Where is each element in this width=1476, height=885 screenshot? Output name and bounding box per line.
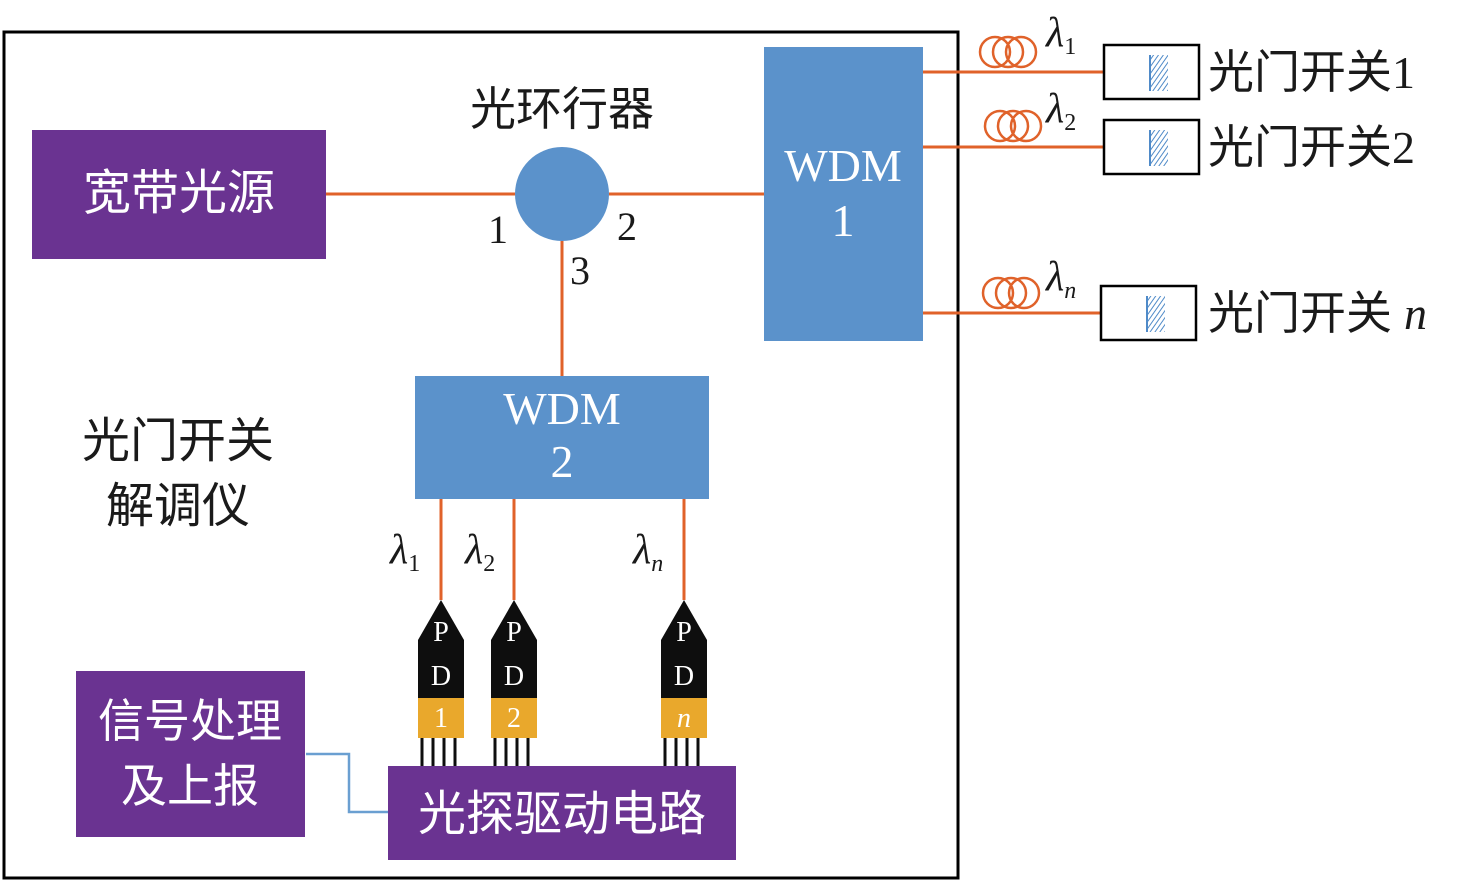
wavelength-label-switch-n: λn — [1044, 254, 1076, 304]
signal-processing-line1: 信号处理 — [98, 694, 282, 748]
pd-1-letter-p: P — [433, 617, 449, 648]
wavelength-label-pd-1: λ1 — [388, 527, 420, 577]
optical-switch-1 — [1102, 43, 1201, 101]
wdm-1-label-line1: WDM — [784, 140, 902, 191]
pd-n-letter-p: P — [676, 617, 692, 648]
demodulator-enclosure — [2, 30, 960, 880]
circulator-label: 光环行器 — [470, 82, 654, 136]
signal-processing-line2: 及上报 — [121, 759, 259, 813]
photodetector-n: P D n — [661, 600, 707, 766]
driver-circuit-box: 光探驱动电路 — [388, 766, 736, 860]
demodulator-title-line1: 光门开关 — [82, 413, 274, 469]
pd-n-letter-d: D — [674, 661, 694, 692]
port-1-label: 1 — [488, 207, 508, 252]
demodulator-title-line2: 解调仪 — [106, 478, 250, 534]
fiber-coil-2 — [983, 109, 1043, 143]
fiber-coils — [978, 35, 1043, 310]
driver-circuit-label: 光探驱动电路 — [418, 786, 706, 842]
optical-switch-2 — [1102, 118, 1201, 176]
port-2-label: 2 — [617, 204, 637, 249]
pd-1-number: 1 — [434, 703, 448, 734]
fiber-coil-n — [981, 276, 1041, 310]
broadband-source-label: 宽带光源 — [83, 165, 275, 221]
fiber-coil-1 — [978, 35, 1038, 69]
signal-line — [306, 752, 388, 814]
fiber-lines — [326, 70, 1104, 600]
wdm-2-label-line1: WDM — [503, 383, 621, 434]
wdm-2-label-line2: 2 — [551, 436, 574, 487]
wavelength-label-switch-1: λ1 — [1044, 10, 1076, 60]
pd-2-letter-p: P — [506, 617, 522, 648]
pd-1-letter-d: D — [431, 661, 451, 692]
photodetector-1: P D 1 — [418, 600, 464, 766]
port-3-label: 3 — [570, 248, 590, 293]
photodetector-2: P D 2 — [491, 600, 537, 766]
signal-processing-box: 信号处理 及上报 — [76, 671, 305, 837]
wavelength-label-switch-2: λ2 — [1044, 86, 1076, 136]
broadband-source: 宽带光源 — [32, 130, 326, 259]
grating-mark-1 — [1150, 55, 1168, 91]
pd-n-number: n — [677, 703, 691, 734]
wdm-2: WDM 2 — [415, 376, 709, 499]
wavelength-label-pd-n: λn — [631, 527, 663, 577]
circulator — [515, 147, 609, 241]
pd-2-number: 2 — [507, 703, 521, 734]
switch-label-1: 光门开关1 — [1208, 45, 1415, 99]
wavelength-label-pd-2: λ2 — [463, 527, 495, 577]
wdm-1-label-line2: 1 — [832, 195, 855, 246]
optical-switch-n — [1099, 284, 1198, 342]
grating-mark-2 — [1150, 130, 1168, 166]
grating-mark-n — [1147, 296, 1165, 332]
switch-label-2: 光门开关2 — [1208, 120, 1415, 174]
wdm-1: WDM 1 — [764, 47, 923, 341]
pd-2-letter-d: D — [504, 661, 524, 692]
